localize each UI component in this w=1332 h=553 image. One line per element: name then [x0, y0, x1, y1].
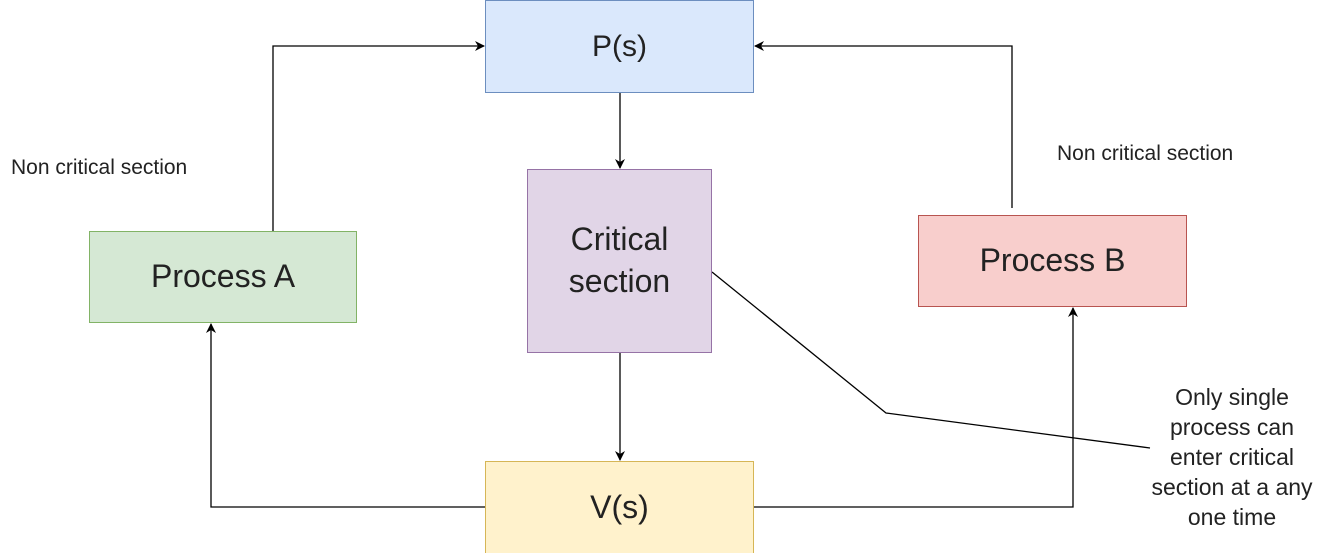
- edge-vs-to-process-b: [754, 307, 1078, 508]
- non-critical-label-left: Non critical section: [11, 156, 188, 179]
- callout-note: Only single process can enter critical s…: [1132, 382, 1332, 532]
- note-line: section at a any: [1151, 474, 1313, 500]
- note-line: one time: [1187, 504, 1277, 530]
- ps-label: P(s): [592, 30, 647, 63]
- ps-box: P(s): [485, 0, 754, 93]
- process-b-box: Process B: [918, 215, 1187, 307]
- critical-section-label-line2: section: [568, 263, 671, 299]
- note-line: Only single: [1175, 384, 1289, 410]
- edge-vs-to-process-a: [206, 323, 485, 508]
- critical-section-label-line1: Critical: [570, 221, 669, 258]
- critical-section-box: Critical section: [527, 169, 712, 353]
- callout-line: [711, 271, 1151, 449]
- edge-process-b-to-ps: [754, 41, 1013, 208]
- vs-label: V(s): [590, 488, 649, 525]
- process-a-label: Process A: [150, 258, 296, 295]
- note-line: process can: [1169, 414, 1294, 440]
- edge-process-a-to-ps: [272, 41, 485, 231]
- note-line: enter critical: [1170, 444, 1294, 470]
- process-a-box: Process A: [89, 231, 357, 323]
- process-b-label: Process B: [979, 242, 1126, 279]
- vs-box: V(s): [485, 461, 754, 553]
- non-critical-label-right: Non critical section: [1057, 142, 1234, 165]
